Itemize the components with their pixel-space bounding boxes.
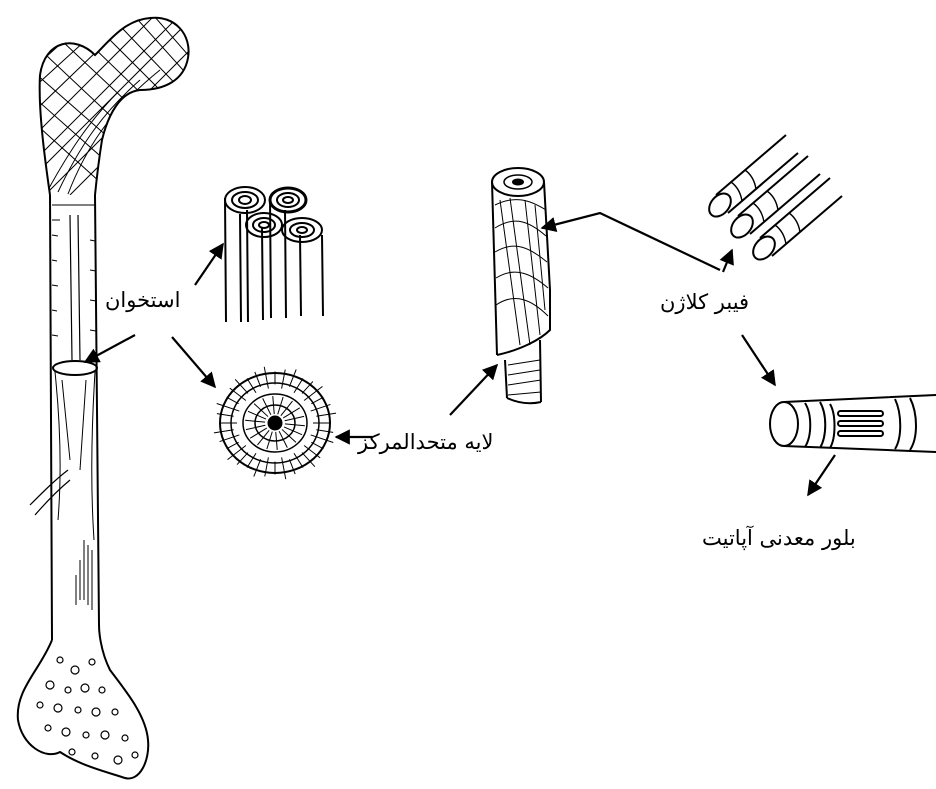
label-collagen-fiber: فیبر کلاژن — [660, 292, 749, 313]
osteon-cross-section-drawing — [214, 367, 336, 479]
collagen-bundle-drawing — [492, 168, 550, 403]
label-concentric-lamella: لایه متحدالمرکز — [358, 432, 493, 453]
arrow-to-osteon-bundle — [195, 244, 223, 285]
arrow-fiber-to-bundle — [542, 213, 720, 270]
arrow-to-apatite-crystal — [808, 455, 835, 495]
arrow-to-cross-section — [172, 337, 215, 387]
arrow-fiber-to-fibrils — [723, 250, 732, 272]
fibrils-drawing — [705, 135, 842, 264]
label-bone: استخوان — [105, 290, 180, 311]
osteon-bundle-drawing — [225, 187, 323, 322]
arrow-fiber-to-single-fibril — [742, 335, 775, 385]
femur-drawing — [18, 0, 210, 778]
arrow-to-femur-shaft — [85, 335, 135, 362]
label-apatite-crystal: بلور معدنی آپاتیت — [702, 528, 856, 549]
arrow-lamella-to-bundle — [450, 365, 497, 415]
single-fibril-drawing — [770, 395, 936, 452]
